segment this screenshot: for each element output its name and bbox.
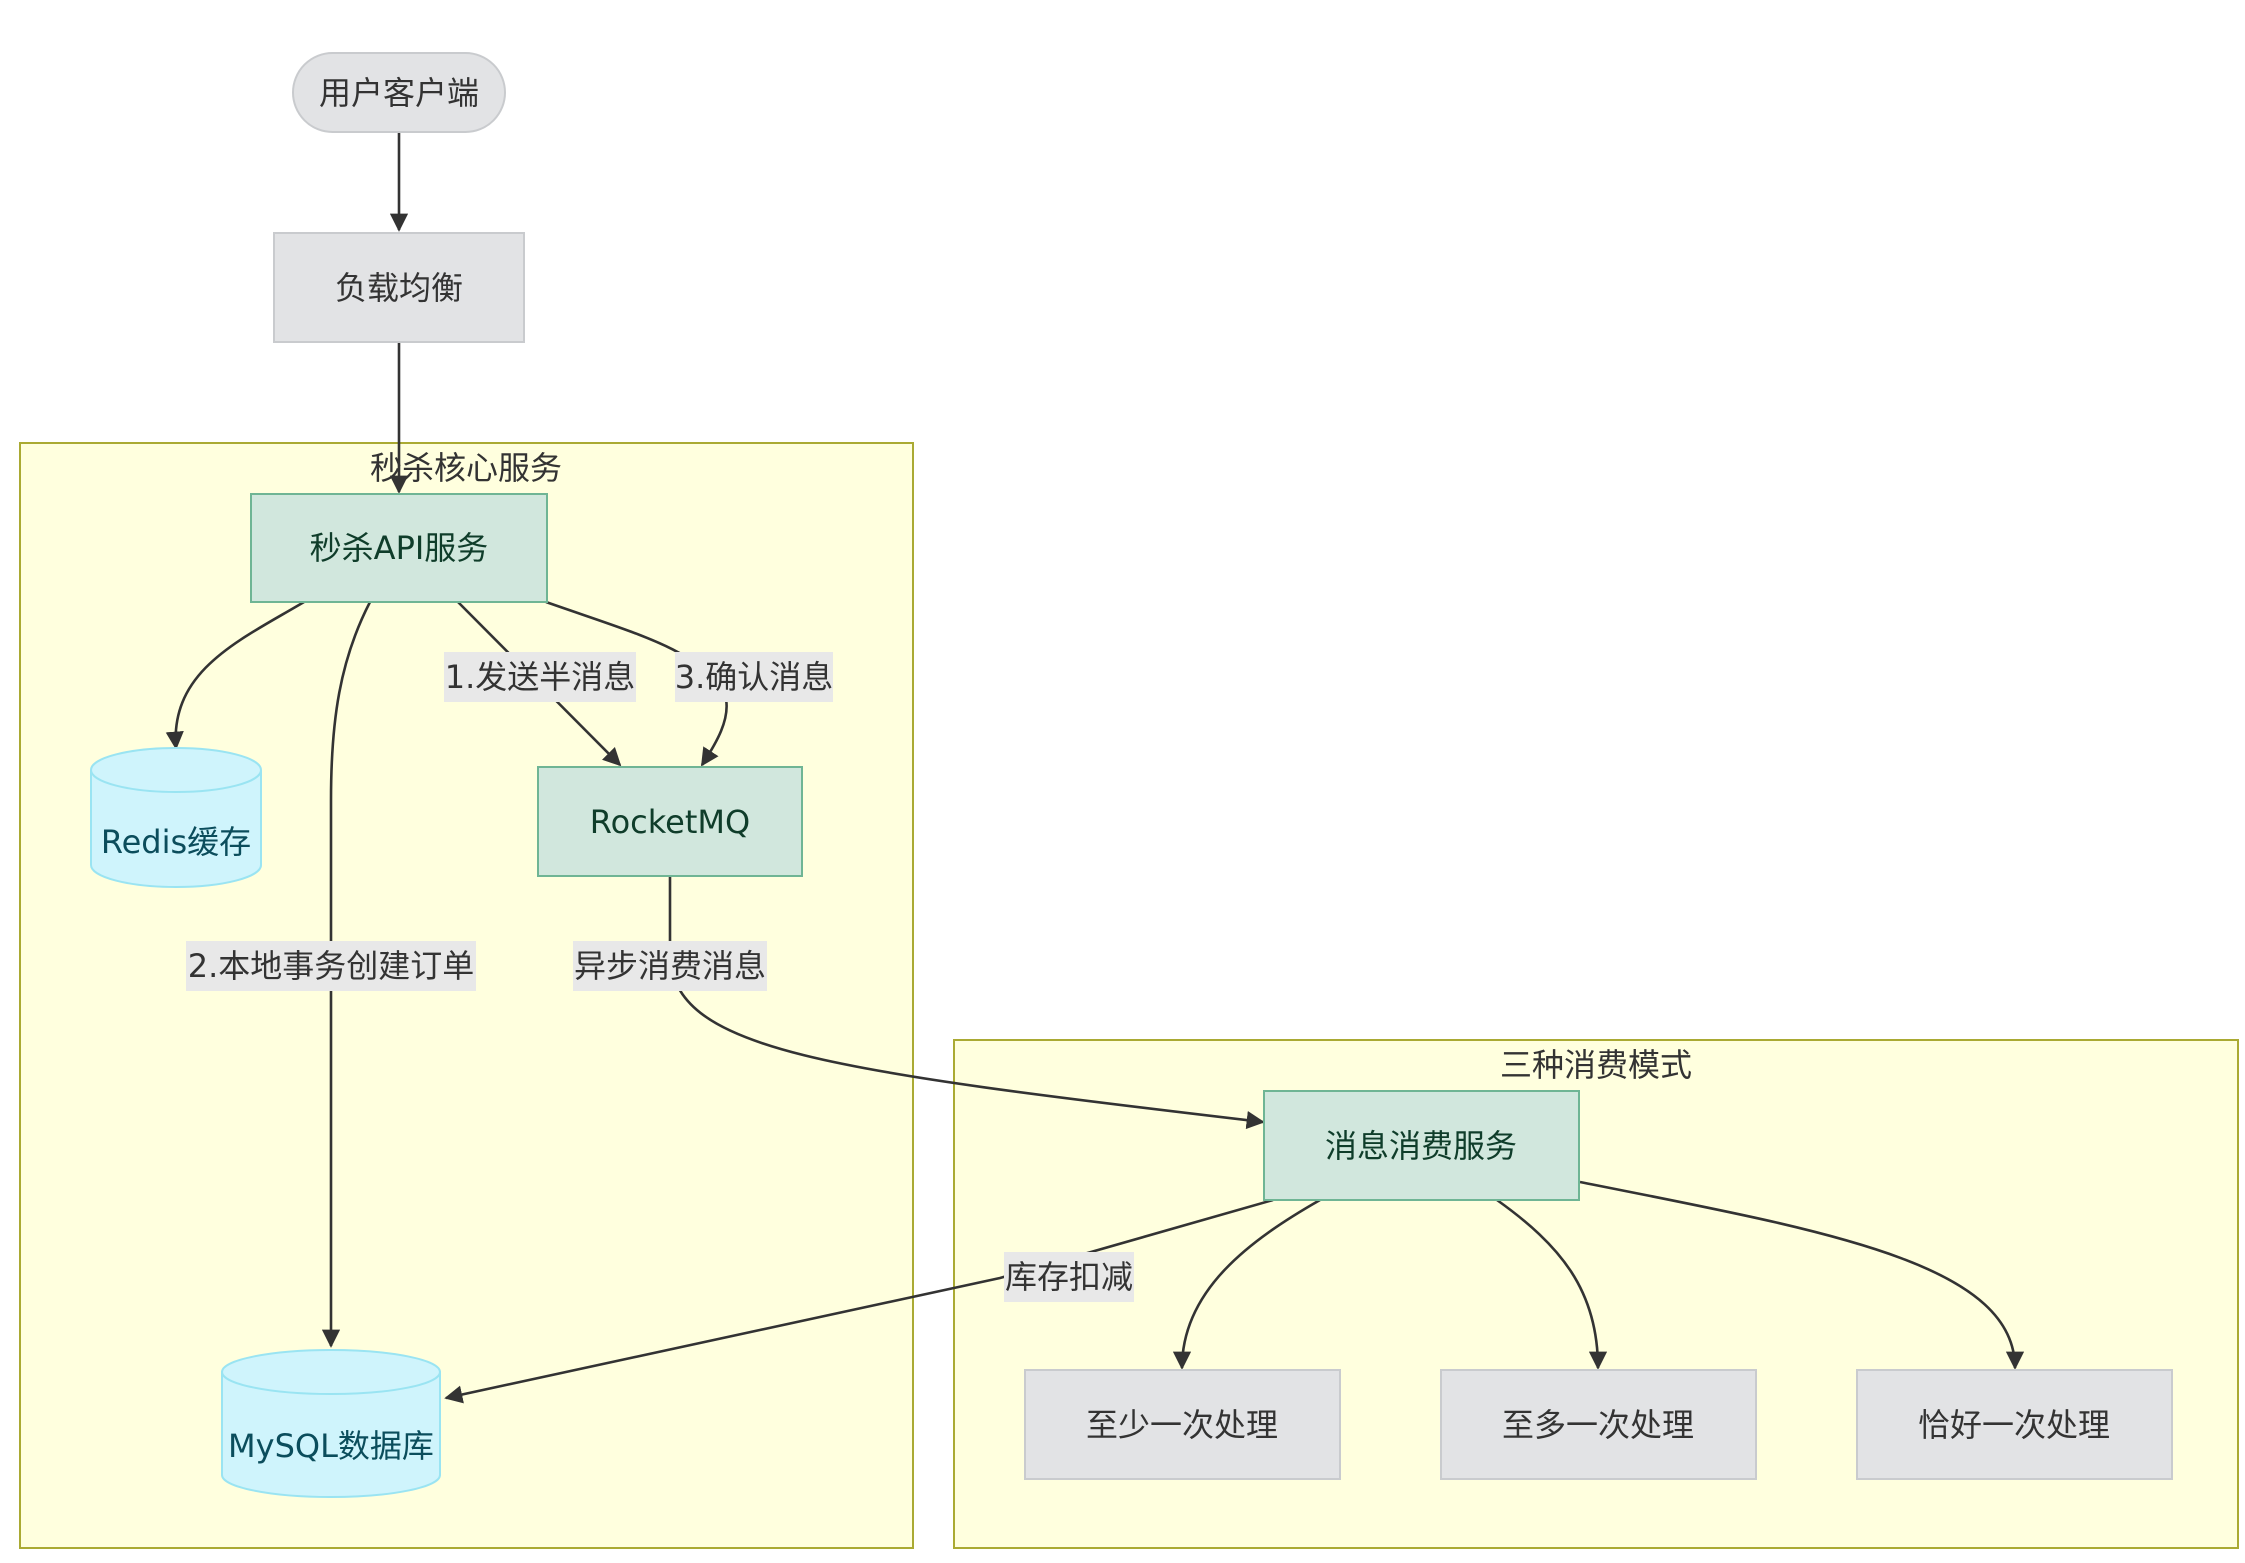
svg-text:恰好一次处理: 恰好一次处理: [1918, 1406, 2110, 1444]
svg-text:用户客户端: 用户客户端: [319, 74, 479, 112]
svg-text:库存扣减: 库存扣减: [1005, 1258, 1133, 1296]
svg-text:至多一次处理: 至多一次处理: [1502, 1406, 1694, 1444]
svg-text:秒杀API服务: 秒杀API服务: [310, 529, 489, 567]
svg-text:1.发送半消息: 1.发送半消息: [445, 658, 636, 696]
node-seckill-api: 秒杀API服务: [250, 493, 548, 603]
edge-consumer-to-mysql: [444, 1198, 1274, 1404]
edge-api-to-redis: [165, 600, 305, 750]
svg-text:至少一次处理: 至少一次处理: [1086, 1406, 1278, 1444]
edge-label-deduct-stock: 库存扣减: [1004, 1252, 1134, 1302]
edge-consumer-to-at-most-once: [1496, 1198, 1608, 1370]
edge-consumer-to-at-least-once: [1172, 1198, 1321, 1370]
node-message-consumer: 消息消费服务: [1263, 1090, 1580, 1201]
node-exactly-once: 恰好一次处理: [1856, 1369, 2173, 1480]
edge-label-confirm: 3.确认消息: [675, 652, 834, 702]
node-mysql-database: MySQL数据库: [221, 1349, 441, 1498]
edge-consumer-to-exactly-once: [1579, 1180, 2025, 1370]
svg-text:2.本地事务创建订单: 2.本地事务创建订单: [188, 947, 475, 985]
svg-text:3.确认消息: 3.确认消息: [675, 658, 834, 696]
edge-label-local-tx: 2.本地事务创建订单: [186, 941, 476, 991]
edge-label-async-consume: 异步消费消息: [573, 941, 767, 991]
svg-text:负载均衡: 负载均衡: [335, 269, 463, 307]
node-at-most-once: 至多一次处理: [1440, 1369, 1757, 1480]
svg-text:消息消费服务: 消息消费服务: [1325, 1127, 1517, 1165]
svg-text:RocketMQ: RocketMQ: [590, 803, 750, 841]
node-rocketmq: RocketMQ: [537, 766, 803, 877]
cluster-consume-title: 三种消费模式: [1500, 1046, 1692, 1084]
svg-text:异步消费消息: 异步消费消息: [574, 947, 766, 985]
node-at-least-once: 至少一次处理: [1024, 1369, 1341, 1480]
node-redis-cache: Redis缓存: [90, 747, 262, 888]
svg-text:MySQL数据库: MySQL数据库: [228, 1427, 434, 1465]
node-load-balancer: 负载均衡: [273, 232, 525, 343]
edge-label-send-half: 1.发送半消息: [444, 652, 636, 702]
svg-text:Redis缓存: Redis缓存: [101, 823, 251, 861]
edge-api-to-mysql: [321, 601, 372, 1348]
node-user-client: 用户客户端: [292, 52, 506, 133]
